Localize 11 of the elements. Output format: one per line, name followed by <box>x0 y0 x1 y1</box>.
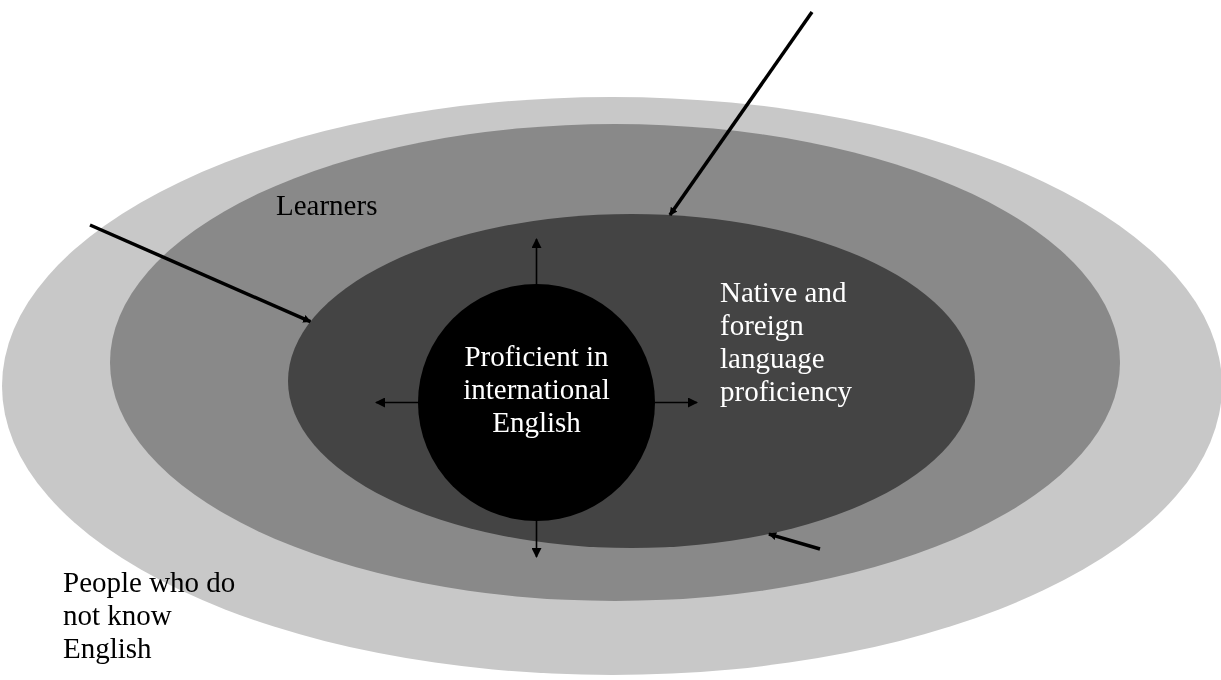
arrow <box>375 397 419 408</box>
region-label: People who do not know English <box>63 566 237 665</box>
region-label: Proficient in international English <box>462 340 611 439</box>
arrow <box>89 223 312 324</box>
arrow <box>654 397 698 408</box>
arrow <box>531 520 542 558</box>
region-label: Learners <box>276 192 379 218</box>
arrow <box>531 238 542 285</box>
region-label: Native and foreign language proficiency <box>720 276 854 408</box>
arrow <box>668 11 814 217</box>
arrow <box>768 532 821 551</box>
